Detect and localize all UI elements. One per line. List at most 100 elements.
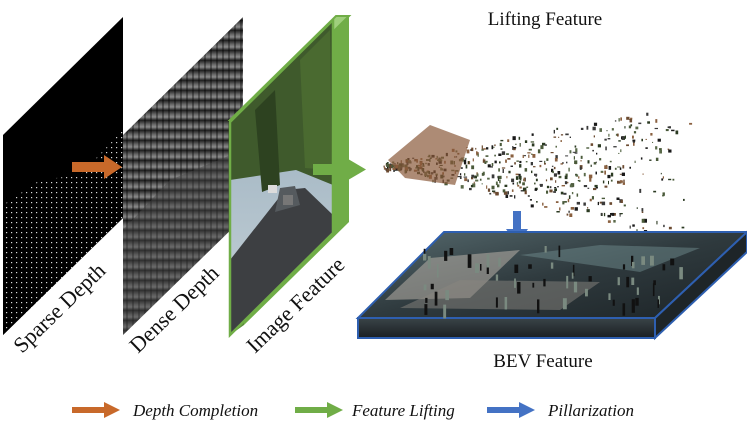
point [600, 212, 603, 216]
point [587, 160, 590, 164]
point [539, 183, 543, 186]
pillar [631, 255, 634, 266]
point [632, 224, 635, 227]
point [622, 136, 625, 140]
point [665, 129, 669, 132]
point [555, 145, 557, 148]
point [509, 195, 513, 197]
point [623, 204, 626, 207]
point [530, 162, 533, 166]
pillar [423, 284, 427, 291]
pillar [449, 248, 454, 255]
pillar [562, 298, 567, 310]
point [499, 179, 501, 184]
point [459, 173, 462, 176]
point [613, 213, 616, 216]
point [645, 147, 648, 149]
point [505, 194, 509, 198]
point [610, 179, 613, 182]
point [519, 143, 521, 147]
point [522, 182, 525, 186]
point [513, 147, 517, 149]
point [628, 125, 632, 129]
point [526, 186, 529, 188]
point [513, 148, 516, 151]
point [502, 169, 504, 173]
point [609, 160, 612, 163]
point [654, 127, 658, 130]
point [539, 164, 542, 168]
pillar [550, 262, 554, 269]
point [530, 141, 535, 143]
pillar [572, 264, 575, 277]
point [550, 152, 554, 154]
point [497, 177, 500, 181]
point [534, 173, 538, 176]
point [645, 138, 647, 140]
point [604, 170, 606, 175]
point [535, 175, 537, 177]
point [477, 153, 479, 157]
point [578, 179, 581, 182]
point [540, 145, 544, 150]
point [599, 128, 602, 132]
point [626, 116, 630, 120]
point [624, 126, 626, 129]
point [569, 136, 571, 138]
point [595, 187, 598, 189]
point [574, 152, 578, 154]
point [567, 198, 570, 203]
point [565, 155, 569, 157]
point [511, 189, 514, 192]
point [520, 190, 524, 192]
point [512, 136, 516, 141]
point [510, 165, 513, 167]
pillar [679, 267, 683, 280]
bev-feature-slab [355, 230, 747, 341]
point [546, 185, 550, 189]
pillar [514, 278, 516, 288]
point [560, 134, 564, 136]
point [611, 212, 615, 216]
point [633, 140, 635, 143]
point [505, 159, 507, 163]
point [641, 208, 644, 212]
point [491, 163, 494, 166]
point [512, 146, 514, 150]
point [506, 176, 508, 179]
point [518, 175, 522, 179]
point [499, 142, 502, 147]
point [668, 149, 672, 153]
point [560, 140, 562, 142]
point [475, 147, 477, 150]
point [553, 173, 557, 177]
point [501, 151, 506, 155]
pillar [544, 246, 547, 253]
point [527, 195, 530, 197]
pillar [504, 297, 508, 310]
image-feature-panel [227, 15, 352, 338]
pillar [657, 299, 659, 308]
legend-label-feature-lifting: Feature Lifting [351, 401, 455, 420]
point [481, 183, 483, 185]
pillar [480, 264, 482, 271]
pillar [475, 263, 479, 273]
point [652, 141, 654, 143]
point [638, 122, 642, 125]
point [566, 213, 569, 216]
point [629, 118, 633, 123]
pillar [445, 290, 449, 301]
point [553, 166, 556, 170]
point [491, 145, 494, 150]
point [668, 178, 672, 181]
point [493, 192, 497, 194]
point [629, 166, 631, 169]
point [606, 130, 608, 132]
point [481, 149, 484, 151]
point [465, 157, 467, 160]
point [392, 167, 396, 170]
point [479, 178, 482, 181]
point [515, 176, 519, 180]
point [681, 226, 685, 229]
